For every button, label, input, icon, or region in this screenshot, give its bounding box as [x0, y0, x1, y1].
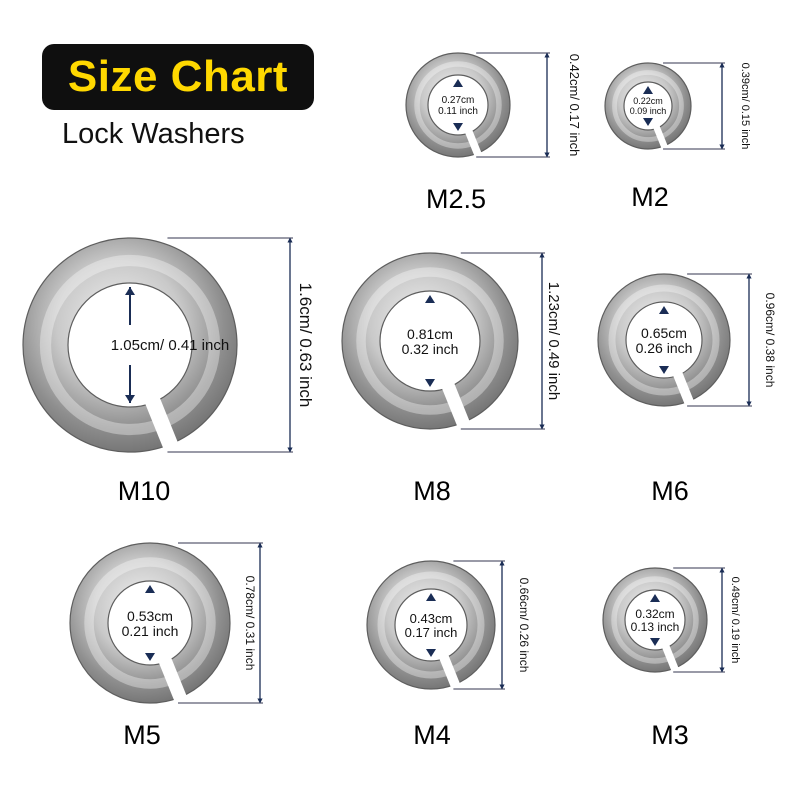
outer-diameter-label: 0.66cm/ 0.26 inch: [517, 578, 531, 673]
outer-diameter-label: 0.96cm/ 0.38 inch: [763, 293, 777, 388]
inner-diameter-inch: 0.17 inch: [405, 625, 458, 640]
washer-split-gap: [158, 657, 187, 702]
inner-arrow-up-icon: [125, 287, 135, 295]
washer-ring: [597, 273, 731, 407]
inner-arrow-down-icon: [426, 649, 436, 657]
inner-arrow-up-icon: [145, 585, 155, 593]
inner-diameter-cm: 0.81cm: [407, 326, 453, 342]
inner-arrow-up-icon: [659, 306, 669, 314]
washer-split-gap: [672, 371, 695, 405]
inner-arrow-down-icon: [650, 638, 660, 646]
washer-split-gap: [145, 397, 179, 450]
washer-split-gap: [464, 129, 482, 157]
inner-arrow-down-icon: [659, 366, 669, 374]
size-label-m6: M6: [651, 476, 689, 506]
washer-sheen: [611, 576, 699, 664]
washer-ring: [602, 567, 708, 673]
inner-diameter-inch: 0.13 inch: [631, 620, 680, 634]
inner-arrow-down-icon: [425, 379, 435, 387]
size-label-m10: M10: [117, 476, 171, 506]
inner-arrow-down-icon: [453, 123, 463, 131]
title-badge: Size Chart: [42, 44, 314, 110]
outer-diameter-label: 0.42cm/ 0.17 inch: [567, 54, 582, 157]
outer-diameter-label: 0.49cm/ 0.19 inch: [729, 577, 741, 664]
washer-split-gap: [653, 125, 668, 149]
washer-ring: [366, 560, 496, 690]
outer-diameter-label: 1.6cm/ 0.63 inch: [296, 283, 315, 408]
inner-arrow-down-icon: [643, 118, 653, 126]
size-label-m5: M5: [123, 720, 161, 750]
inner-arrow-up-icon: [650, 594, 660, 602]
washer-ring: [69, 542, 231, 704]
inner-arrow-up-icon: [453, 79, 463, 87]
inner-diameter-inch: 0.21 inch: [122, 623, 179, 639]
washer-split-gap: [661, 644, 679, 672]
inner-arrow-up-icon: [426, 593, 436, 601]
washer-ring: [604, 62, 692, 150]
size-label-m2-5: M2.5: [425, 184, 487, 214]
washer-sheen: [39, 254, 221, 436]
inner-diameter-inch: 0.26 inch: [636, 340, 693, 356]
inner-diameter-cm: 0.53cm: [127, 608, 173, 624]
washer-ring: [405, 52, 511, 158]
washer-sheen: [84, 557, 216, 689]
outer-diameter-label: 0.78cm/ 0.31 inch: [243, 576, 257, 671]
washer-split-gap: [441, 383, 470, 427]
washer-m10: 1.6cm/ 0.63 inch 1.05cm/ 0.41 inch: [22, 237, 315, 453]
size-label-m2: M2: [631, 182, 669, 212]
outer-diameter-label: 1.23cm/ 0.49 inch: [545, 282, 562, 400]
inner-diameter-cm: 0.65cm: [641, 325, 687, 341]
page-subtitle: Lock Washers: [62, 118, 245, 150]
inner-arrow-up-icon: [643, 86, 653, 94]
inner-diameter-label: 1.05cm/ 0.41 inch: [111, 337, 229, 354]
inner-diameter-cm: 0.32cm: [635, 607, 674, 621]
size-label-m3: M3: [651, 720, 689, 750]
washer-sheen: [608, 284, 720, 396]
washer-ring: [341, 252, 519, 430]
page-title: Size Chart: [67, 52, 289, 101]
inner-diameter-inch: 0.11 inch: [438, 106, 478, 117]
inner-diameter-inch: 0.32 inch: [402, 341, 459, 357]
inner-arrow-down-icon: [145, 653, 155, 661]
washer-ring: [22, 237, 238, 453]
inner-arrow-up-icon: [425, 295, 435, 303]
outer-diameter-label: 0.39cm/ 0.15 inch: [739, 63, 751, 150]
washer-split-gap: [439, 654, 461, 689]
washer-sheen: [612, 70, 684, 142]
size-label-m4: M4: [413, 720, 451, 750]
size-label-m8: M8: [413, 476, 451, 506]
washer-sheen: [356, 267, 504, 415]
inner-diameter-inch: 0.09 inch: [630, 106, 667, 116]
inner-diameter-cm: 0.22cm: [633, 96, 663, 106]
inner-diameter-cm: 0.43cm: [410, 611, 453, 626]
washer-sheen: [414, 61, 502, 149]
washer-sheen: [377, 571, 485, 679]
inner-arrow-down-icon: [125, 395, 135, 403]
inner-diameter-cm: 0.27cm: [442, 95, 475, 106]
